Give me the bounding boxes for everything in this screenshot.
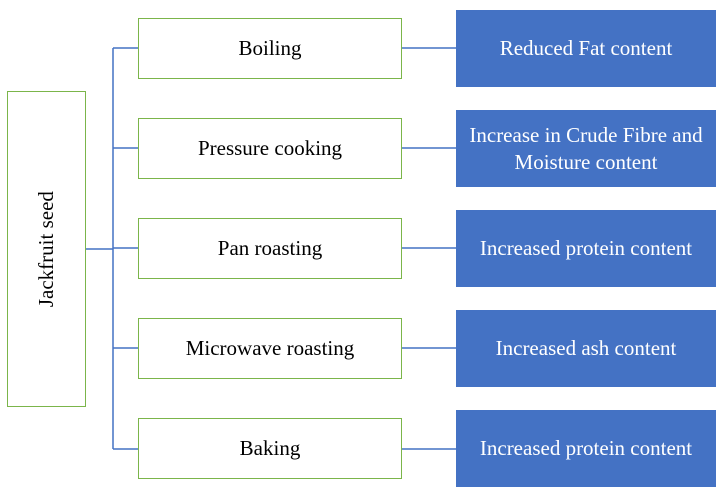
effect-node-microwave-roasting: Increased ash content [456, 310, 716, 387]
effect-node-baking: Increased protein content [456, 410, 716, 487]
method-node-boiling: Boiling [138, 18, 402, 79]
method-node-pressure-cooking: Pressure cooking [138, 118, 402, 179]
method-node-baking: Baking [138, 418, 402, 479]
method-node-pan-roasting: Pan roasting [138, 218, 402, 279]
effect-node-pan-roasting: Increased protein content [456, 210, 716, 287]
root-label: Jackfruit seed [34, 190, 59, 308]
effect-node-boiling: Reduced Fat content [456, 10, 716, 87]
method-node-microwave-roasting: Microwave roasting [138, 318, 402, 379]
effect-node-pressure-cooking: Increase in Crude Fibre and Moisture con… [456, 110, 716, 187]
root-node: Jackfruit seed [7, 91, 86, 407]
